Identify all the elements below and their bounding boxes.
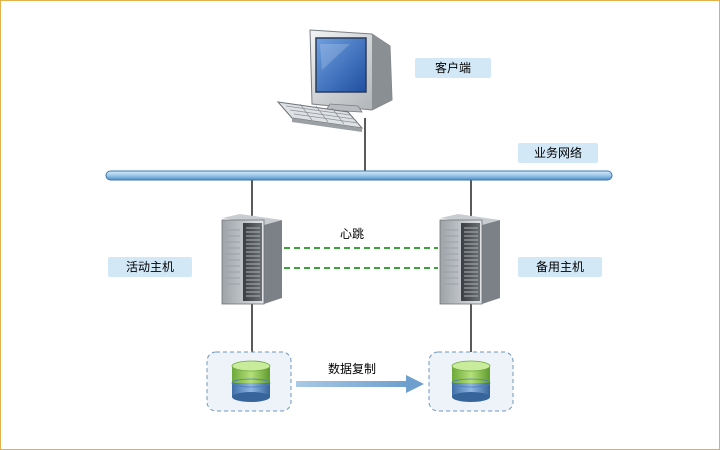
active-storage-icon	[206, 351, 292, 412]
active-server-icon	[221, 214, 282, 305]
network-label: 业务网络	[518, 143, 598, 163]
standby-server-icon	[439, 214, 500, 305]
heartbeat-label: 心跳	[340, 227, 365, 241]
client-computer-icon	[276, 29, 393, 132]
network-bus	[105, 170, 613, 181]
client-label: 客户端	[415, 58, 491, 78]
standby-host-label: 备用主机	[518, 257, 602, 277]
replication-arrow-icon	[296, 375, 424, 393]
replication-label: 数据复制	[328, 362, 377, 376]
standby-storage-icon	[428, 351, 514, 412]
active-host-label: 活动主机	[108, 257, 192, 277]
